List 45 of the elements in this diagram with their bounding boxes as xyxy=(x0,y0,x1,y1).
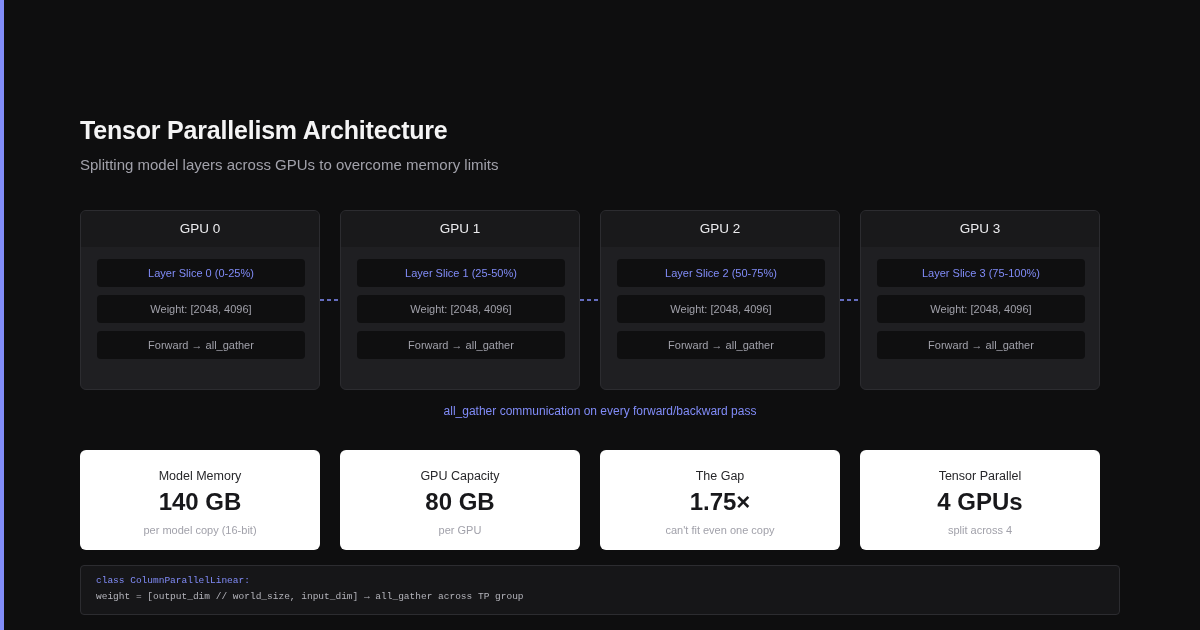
weight-shape-chip: Weight: [2048, 4096] xyxy=(877,295,1085,323)
gpu-card xyxy=(340,210,580,390)
gpu-card xyxy=(860,210,1100,390)
diagram-title: Tensor Parallelism Architecture xyxy=(80,115,448,146)
stat-card xyxy=(600,450,840,550)
layer-slice-chip: Layer Slice 0 (0-25%) xyxy=(97,259,305,287)
annotation-text: all_gather communication on every forward/backward pass xyxy=(443,403,757,419)
stat-value: 4 GPUs xyxy=(937,488,1023,516)
dashed-connector xyxy=(319,299,341,301)
stat-note: per GPU xyxy=(438,523,482,537)
stat-title: The Gap xyxy=(695,468,745,484)
stat-note: split across 4 xyxy=(947,523,1013,537)
stat-value: 1.75× xyxy=(689,488,751,516)
gpu-label: GPU 1 xyxy=(439,220,481,238)
stat-card xyxy=(340,450,580,550)
stat-value: 80 GB xyxy=(425,488,495,516)
gpu-label: GPU 2 xyxy=(699,220,741,238)
stat-title: Model Memory xyxy=(158,468,242,484)
gpu-card xyxy=(600,210,840,390)
forward-op-chip: Forward → all_gather xyxy=(617,331,825,359)
code-block xyxy=(80,565,1120,615)
forward-op-chip: Forward → all_gather xyxy=(357,331,565,359)
code-line: weight = [output_dim // world_size, input_dim] → all_gather across TP group xyxy=(96,590,524,604)
stat-card xyxy=(860,450,1100,550)
stat-value: 140 GB xyxy=(158,488,242,516)
stat-title: GPU Capacity xyxy=(420,468,500,484)
layer-slice-chip: Layer Slice 1 (25-50%) xyxy=(357,259,565,287)
stat-note: per model copy (16-bit) xyxy=(143,523,257,537)
gpu-card xyxy=(80,210,320,390)
gpu-label: GPU 3 xyxy=(959,220,1001,238)
dashed-connector xyxy=(839,299,861,301)
stat-card xyxy=(80,450,320,550)
weight-shape-chip: Weight: [2048, 4096] xyxy=(97,295,305,323)
stat-title: Tensor Parallel xyxy=(938,468,1022,484)
weight-shape-chip: Weight: [2048, 4096] xyxy=(617,295,825,323)
layer-slice-chip: Layer Slice 2 (50-75%) xyxy=(617,259,825,287)
weight-shape-chip: Weight: [2048, 4096] xyxy=(357,295,565,323)
gpu-label: GPU 0 xyxy=(179,220,221,238)
code-line: class ColumnParallelLinear: xyxy=(96,574,250,588)
forward-op-chip: Forward → all_gather xyxy=(877,331,1085,359)
dashed-connector xyxy=(579,299,601,301)
subtitle: Splitting model layers across GPUs to overcome memory limits xyxy=(80,155,499,174)
stat-note: can't fit even one copy xyxy=(665,523,775,537)
layer-slice-chip: Layer Slice 3 (75-100%) xyxy=(877,259,1085,287)
forward-op-chip: Forward → all_gather xyxy=(97,331,305,359)
